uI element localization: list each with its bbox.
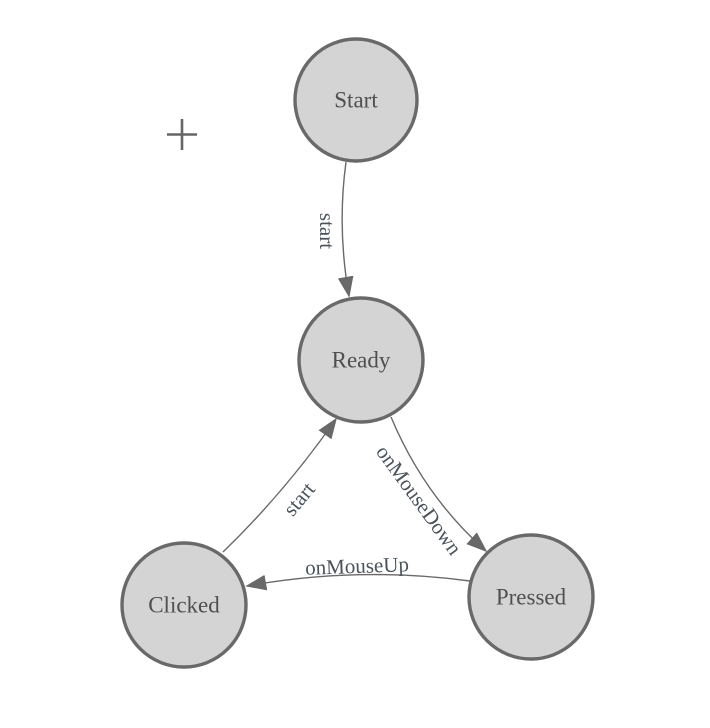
edge-pressed-to-clicked[interactable] (245, 573, 471, 591)
edge-start-to-ready[interactable] (337, 161, 354, 298)
node-start[interactable]: Start (293, 37, 419, 163)
node-clicked[interactable]: Clicked (120, 541, 248, 669)
node-pressed[interactable]: Pressed (467, 533, 595, 661)
edge-label-onmousedown: onMouseDown (371, 441, 467, 560)
node-ready-circle (297, 296, 425, 424)
node-pressed-circle (467, 533, 595, 661)
edge-label-onmouseup: onMouseUp (305, 552, 410, 580)
node-clicked-circle (120, 541, 248, 669)
edge-label-start-top: start (315, 213, 339, 249)
node-ready[interactable]: Ready (297, 296, 425, 424)
edge-clicked-to-ready[interactable] (222, 417, 338, 553)
edge-label-start-left: start (278, 477, 320, 520)
edge-ready-to-pressed[interactable] (390, 416, 488, 553)
node-start-circle (293, 37, 419, 163)
plus-icon[interactable] (167, 119, 197, 150)
